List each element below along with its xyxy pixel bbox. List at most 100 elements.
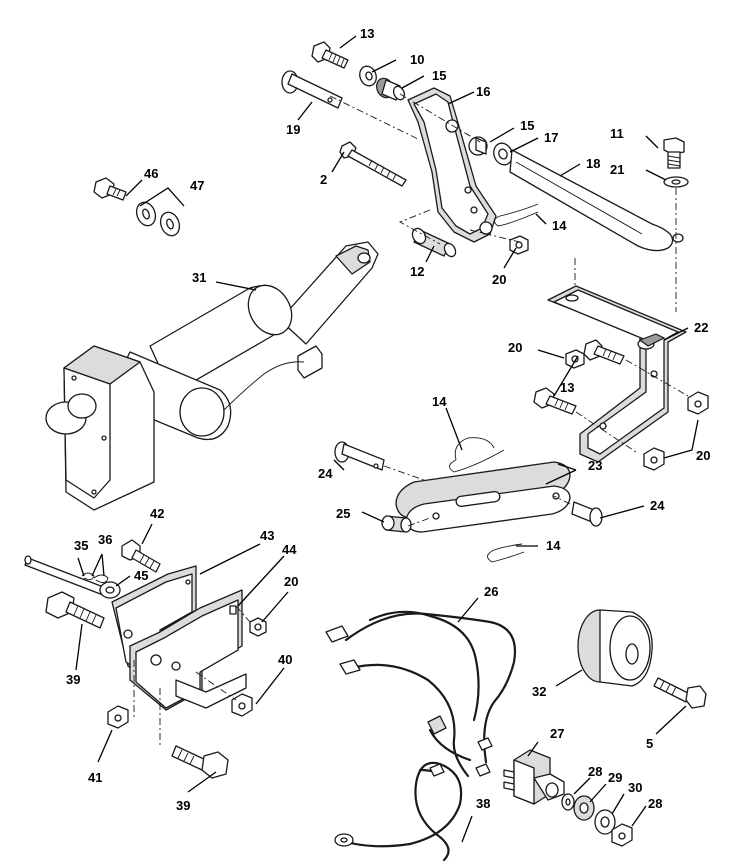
spacer-12 bbox=[411, 227, 457, 258]
link-plates-23 bbox=[395, 461, 571, 533]
callout-20: 20 bbox=[508, 340, 522, 355]
callout-24: 24 bbox=[318, 466, 333, 481]
washers-47 bbox=[135, 201, 181, 237]
callout-13: 13 bbox=[360, 26, 374, 41]
nut-20-left bbox=[249, 617, 267, 637]
callout-12: 12 bbox=[410, 264, 424, 279]
callout-46: 46 bbox=[144, 166, 158, 181]
centerline bbox=[383, 465, 571, 527]
bolt-11 bbox=[663, 137, 685, 169]
callout-39: 39 bbox=[176, 798, 190, 813]
callout-25: 25 bbox=[336, 506, 350, 521]
callout-29: 29 bbox=[608, 770, 622, 785]
callout-24: 24 bbox=[650, 498, 665, 513]
switch-27 bbox=[503, 749, 565, 805]
callout-41: 41 bbox=[88, 770, 102, 785]
callout-38: 38 bbox=[476, 796, 490, 811]
pin-19 bbox=[281, 70, 343, 109]
callout-17: 17 bbox=[544, 130, 558, 145]
nut-41 bbox=[107, 705, 129, 729]
callout-26: 26 bbox=[484, 584, 498, 599]
bolt-42 bbox=[121, 539, 161, 573]
callout-labels: 13 10 15 16 19 15 17 18 11 21 2 14 12 20… bbox=[66, 26, 710, 813]
callout-44: 44 bbox=[282, 542, 297, 557]
callout-15: 15 bbox=[432, 68, 446, 83]
harness-26 bbox=[325, 610, 517, 778]
callout-36: 36 bbox=[98, 532, 112, 547]
washer-30 bbox=[594, 809, 616, 835]
callout-10: 10 bbox=[410, 52, 424, 67]
callout-45: 45 bbox=[134, 568, 148, 583]
callout-28: 28 bbox=[648, 796, 662, 811]
harness-38 bbox=[334, 761, 463, 862]
nut-20-top bbox=[509, 235, 529, 255]
bolt-13-bracket-lower bbox=[533, 387, 577, 415]
callout-13: 13 bbox=[560, 380, 574, 395]
callout-2: 2 bbox=[320, 172, 327, 187]
bolt-5 bbox=[653, 677, 707, 709]
bushing-15-lower bbox=[468, 136, 488, 156]
callout-15: 15 bbox=[520, 118, 534, 133]
callout-32: 32 bbox=[532, 684, 546, 699]
callout-19: 19 bbox=[286, 122, 300, 137]
nut-20-bracket bbox=[565, 349, 585, 369]
callout-14: 14 bbox=[432, 394, 447, 409]
washer-17 bbox=[493, 142, 513, 166]
nut-28-b bbox=[611, 823, 633, 847]
callout-30: 30 bbox=[628, 780, 642, 795]
callout-21: 21 bbox=[610, 162, 624, 177]
callout-14: 14 bbox=[546, 538, 561, 553]
pin-24-right bbox=[571, 501, 603, 527]
callout-47: 47 bbox=[190, 178, 204, 193]
washer-28-a bbox=[561, 793, 575, 811]
bolt-2 bbox=[339, 141, 407, 187]
centerline bbox=[133, 605, 251, 748]
link-rod-18 bbox=[509, 149, 684, 252]
callout-14: 14 bbox=[552, 218, 567, 233]
nut-40 bbox=[231, 693, 253, 717]
hairpin-14-lower bbox=[487, 543, 525, 563]
callout-27: 27 bbox=[550, 726, 564, 741]
callout-31: 31 bbox=[192, 270, 206, 285]
actuator-31 bbox=[45, 241, 379, 511]
bracket-44 bbox=[129, 589, 247, 711]
callout-39: 39 bbox=[66, 672, 80, 687]
nut-20-right-lower bbox=[643, 447, 665, 471]
callout-42: 42 bbox=[150, 506, 164, 521]
spacer-25 bbox=[381, 515, 412, 533]
callout-16: 16 bbox=[476, 84, 490, 99]
bolt-39-lower bbox=[171, 745, 229, 779]
callout-20: 20 bbox=[284, 574, 298, 589]
arm-16 bbox=[407, 87, 497, 243]
washer-10 bbox=[359, 65, 377, 87]
callout-40: 40 bbox=[278, 652, 292, 667]
bolt-13-bracket-upper bbox=[583, 339, 625, 365]
callout-20: 20 bbox=[696, 448, 710, 463]
bolt-46 bbox=[93, 177, 127, 201]
leader-lines bbox=[75, 35, 699, 843]
callout-11: 11 bbox=[610, 126, 624, 141]
callout-5: 5 bbox=[646, 736, 653, 751]
hairpin-14-top bbox=[494, 203, 539, 227]
callout-43: 43 bbox=[260, 528, 274, 543]
pin-24-left bbox=[334, 441, 385, 471]
callout-23: 23 bbox=[588, 458, 602, 473]
hairpin-14-mid bbox=[449, 437, 505, 473]
callout-28: 28 bbox=[588, 764, 602, 779]
bolt-39-upper bbox=[45, 591, 105, 629]
clips-36 bbox=[81, 572, 109, 583]
lockwasher-29 bbox=[573, 795, 595, 821]
washer-45 bbox=[99, 581, 121, 599]
callout-35: 35 bbox=[74, 538, 88, 553]
centerline bbox=[575, 359, 689, 453]
bracket-22 bbox=[547, 285, 687, 463]
bumper-32 bbox=[577, 609, 653, 687]
callout-20: 20 bbox=[492, 272, 506, 287]
bolt-13-top bbox=[311, 41, 349, 69]
nut-20-right-upper bbox=[687, 391, 709, 415]
callout-18: 18 bbox=[586, 156, 600, 171]
centerline bbox=[329, 93, 677, 312]
bushing-15-top bbox=[376, 77, 406, 101]
washer-21 bbox=[663, 176, 689, 188]
